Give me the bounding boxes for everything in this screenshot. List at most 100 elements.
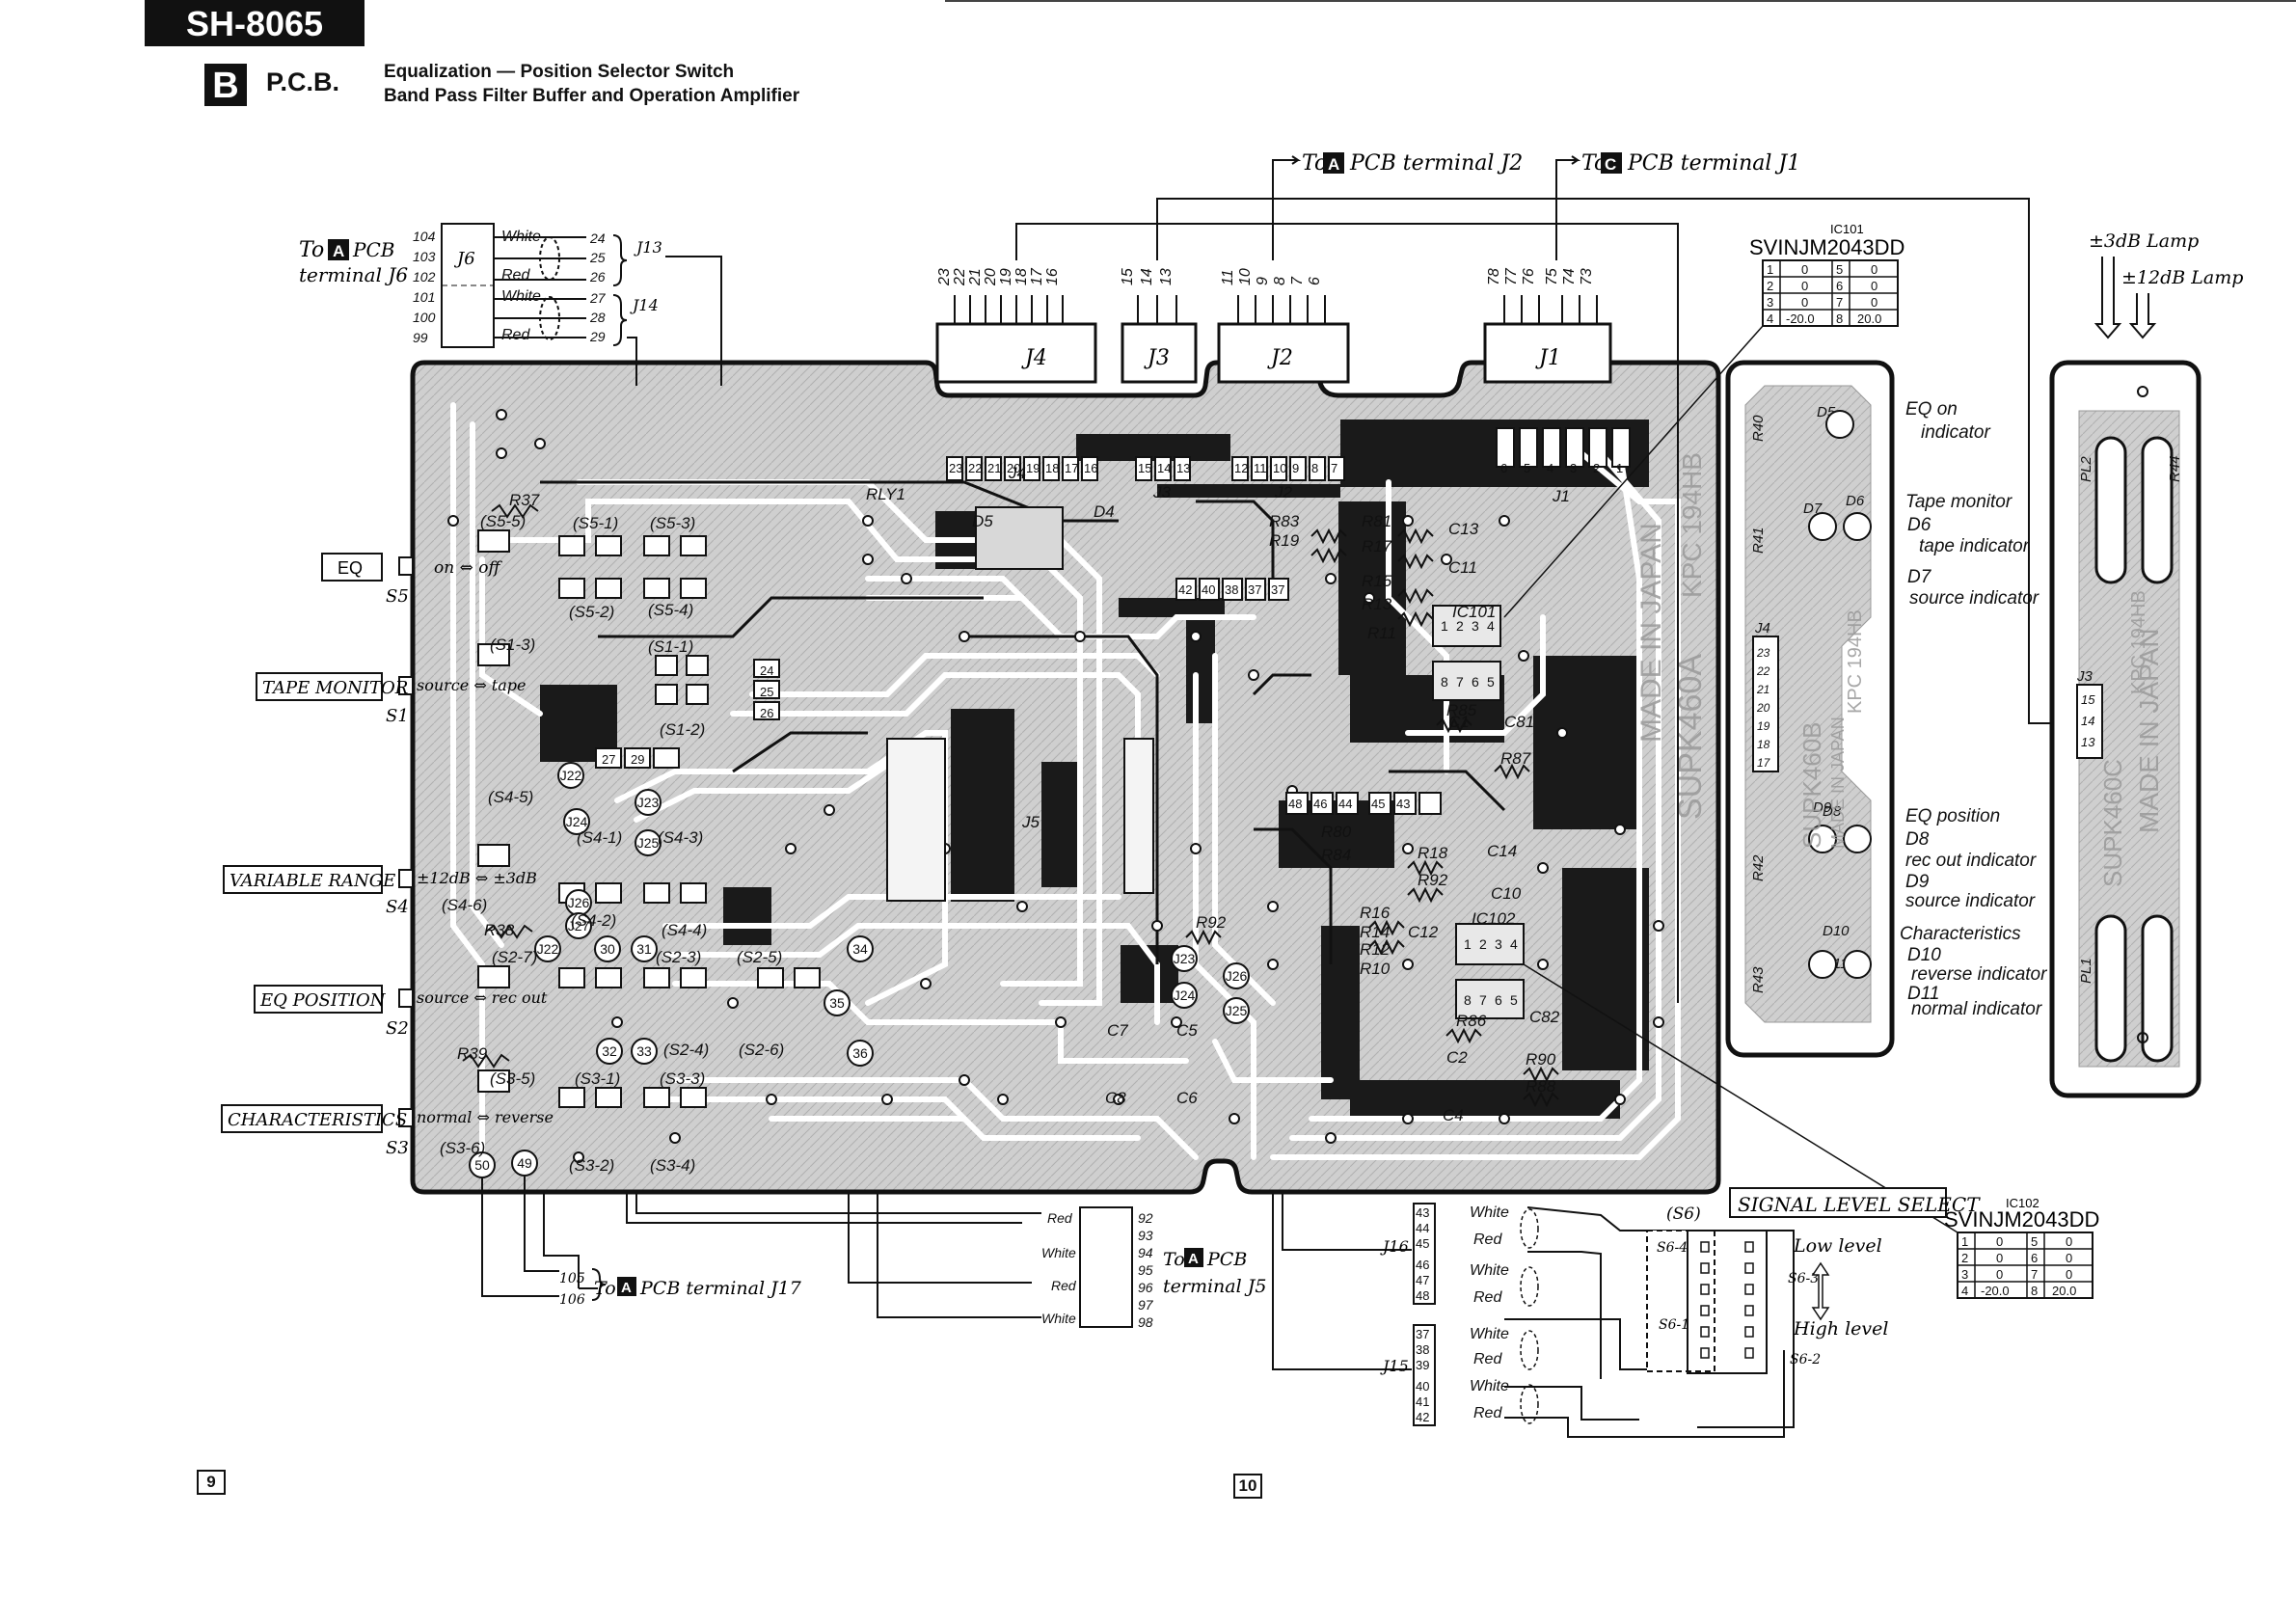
- svg-text:R15: R15: [1362, 572, 1392, 590]
- svg-text:IC102: IC102: [1472, 909, 1516, 928]
- ic102-cell: 8: [2031, 1284, 2038, 1298]
- j16-pin: 45: [1416, 1236, 1429, 1251]
- svg-text:R38: R38: [484, 921, 515, 939]
- j16-wire: Red: [1473, 1289, 1502, 1306]
- svg-text:R84: R84: [1321, 846, 1351, 864]
- ref-to-a-j2: PCB terminal J2: [1349, 151, 1523, 176]
- svg-text:C11: C11: [1448, 558, 1477, 577]
- j16-pin: 44: [1416, 1221, 1429, 1235]
- switch-eq-ref: S5: [386, 586, 409, 607]
- lamp-board-made: MADE IN JAPAN: [2134, 628, 2164, 833]
- svg-text:(S3-4): (S3-4): [650, 1156, 695, 1175]
- j6-right-pin: 28: [589, 310, 606, 325]
- svg-text:(S5-4): (S5-4): [648, 601, 693, 619]
- page-number-right: 10: [1233, 1474, 1262, 1499]
- svg-text:R83: R83: [1269, 512, 1300, 530]
- reverse-indicator-label: reverse indicator: [1911, 964, 2047, 985]
- svg-text:26: 26: [760, 706, 773, 720]
- svg-text:18: 18: [1045, 461, 1059, 475]
- j1-pin: 78: [1486, 268, 1502, 285]
- svg-text:(S5-5): (S5-5): [480, 512, 526, 530]
- j4-pin: 19: [998, 268, 1014, 285]
- svg-text:3: 3: [1472, 618, 1479, 634]
- j16-pin: 47: [1416, 1273, 1429, 1287]
- eq-on-label: EQ on: [1905, 399, 1958, 420]
- j2-connector-label: J2: [1267, 346, 1293, 370]
- j6-left-pin: 100: [413, 310, 436, 325]
- switch-eq-desc: on ⇔ off: [434, 558, 502, 578]
- svg-text:38: 38: [1225, 582, 1238, 597]
- svg-text:R80: R80: [1321, 823, 1352, 841]
- svg-text:17: 17: [1757, 756, 1771, 770]
- j5-badge: A: [1188, 1251, 1199, 1267]
- j6-right-pin: 27: [589, 290, 607, 306]
- svg-text:21: 21: [1756, 683, 1769, 696]
- svg-text:J26: J26: [1226, 968, 1248, 984]
- j5-pin: 96: [1138, 1280, 1153, 1295]
- svg-text:1: 1: [1441, 618, 1448, 634]
- svg-text:J1: J1: [1552, 487, 1570, 505]
- j5-wire-red: Red: [1051, 1278, 1077, 1293]
- svg-text:36: 36: [852, 1045, 868, 1061]
- ic101-cell: 6: [1836, 279, 1843, 293]
- svg-text:(S3-2): (S3-2): [569, 1156, 614, 1175]
- j5-to: To: [1163, 1249, 1185, 1270]
- j4-connector-label: J4: [1021, 346, 1047, 370]
- j13-label: J13: [634, 238, 662, 257]
- ic101-cell: 0: [1871, 279, 1877, 293]
- ic102-cell: 0: [2066, 1251, 2072, 1265]
- ic102-cell: 0: [1996, 1251, 2003, 1265]
- ic102-cell: 0: [1996, 1234, 2003, 1249]
- svg-text:10: 10: [1273, 461, 1286, 475]
- indicator-descriptions: EQ on indicator Tape monitor D6 tape ind…: [1900, 399, 2047, 1019]
- j5-wire-white: White: [1041, 1245, 1076, 1260]
- j5-pin: 97: [1138, 1297, 1154, 1313]
- high-level-label: High level: [1793, 1318, 1888, 1340]
- svg-text:14: 14: [1157, 461, 1171, 475]
- j17-ref: PCB terminal J17: [639, 1278, 802, 1299]
- svg-text:(S3-5): (S3-5): [490, 1069, 535, 1088]
- j1-pin: 73: [1579, 268, 1595, 285]
- ic101-cell: 0: [1801, 262, 1808, 277]
- ic102-cell: 7: [2031, 1267, 2038, 1282]
- svg-text:R37: R37: [509, 491, 540, 509]
- ic101-cell: 0: [1801, 295, 1808, 310]
- svg-text:R17: R17: [1362, 537, 1392, 555]
- jumper-circles: [469, 762, 1250, 1178]
- svg-text:R10: R10: [1360, 960, 1391, 978]
- svg-text:37: 37: [1271, 582, 1284, 597]
- j2-pin: 9: [1255, 277, 1271, 285]
- svg-text:R40: R40: [1750, 415, 1767, 442]
- svg-text:R11: R11: [1367, 624, 1396, 642]
- j15-label: J15: [1380, 1357, 1409, 1375]
- j15-pin: 42: [1416, 1410, 1429, 1424]
- ic102-cell: 4: [1961, 1284, 1968, 1298]
- svg-text:23: 23: [1756, 646, 1770, 660]
- j5-pin: 92: [1138, 1210, 1153, 1226]
- svg-text:8: 8: [1464, 992, 1472, 1008]
- ic101-cell: 7: [1836, 295, 1843, 310]
- board-kpc-label: KPC 194HB: [1677, 452, 1707, 598]
- j2-pin: 7: [1289, 276, 1306, 285]
- section-badge: B: [204, 64, 247, 106]
- svg-text:R19: R19: [1269, 531, 1300, 550]
- svg-text:R88: R88: [1526, 1077, 1556, 1096]
- j15-wire: Red: [1473, 1351, 1502, 1367]
- j16-pin: 46: [1416, 1258, 1429, 1272]
- j6-pcb: PCB: [352, 238, 394, 261]
- rec-out-indicator-label: rec out indicator: [1905, 851, 2037, 871]
- j4-pin: 21: [967, 268, 984, 286]
- j5-wire-red: Red: [1047, 1210, 1073, 1226]
- low-level-label: Low level: [1793, 1235, 1882, 1257]
- ic102-cell: 1: [1961, 1234, 1968, 1249]
- j2-pin: 6: [1307, 277, 1323, 285]
- svg-text:R87: R87: [1500, 749, 1531, 768]
- svg-text:15: 15: [2081, 692, 2095, 707]
- model-number: SH-8065: [145, 0, 365, 46]
- j4-pin: 16: [1044, 268, 1061, 285]
- svg-text:29: 29: [631, 752, 644, 767]
- signal-level-select-label: SIGNAL LEVEL SELECT: [1738, 1193, 1981, 1216]
- svg-text:13: 13: [2081, 735, 2095, 749]
- indicator-board-kpc: KPC 194HB: [1845, 609, 1866, 714]
